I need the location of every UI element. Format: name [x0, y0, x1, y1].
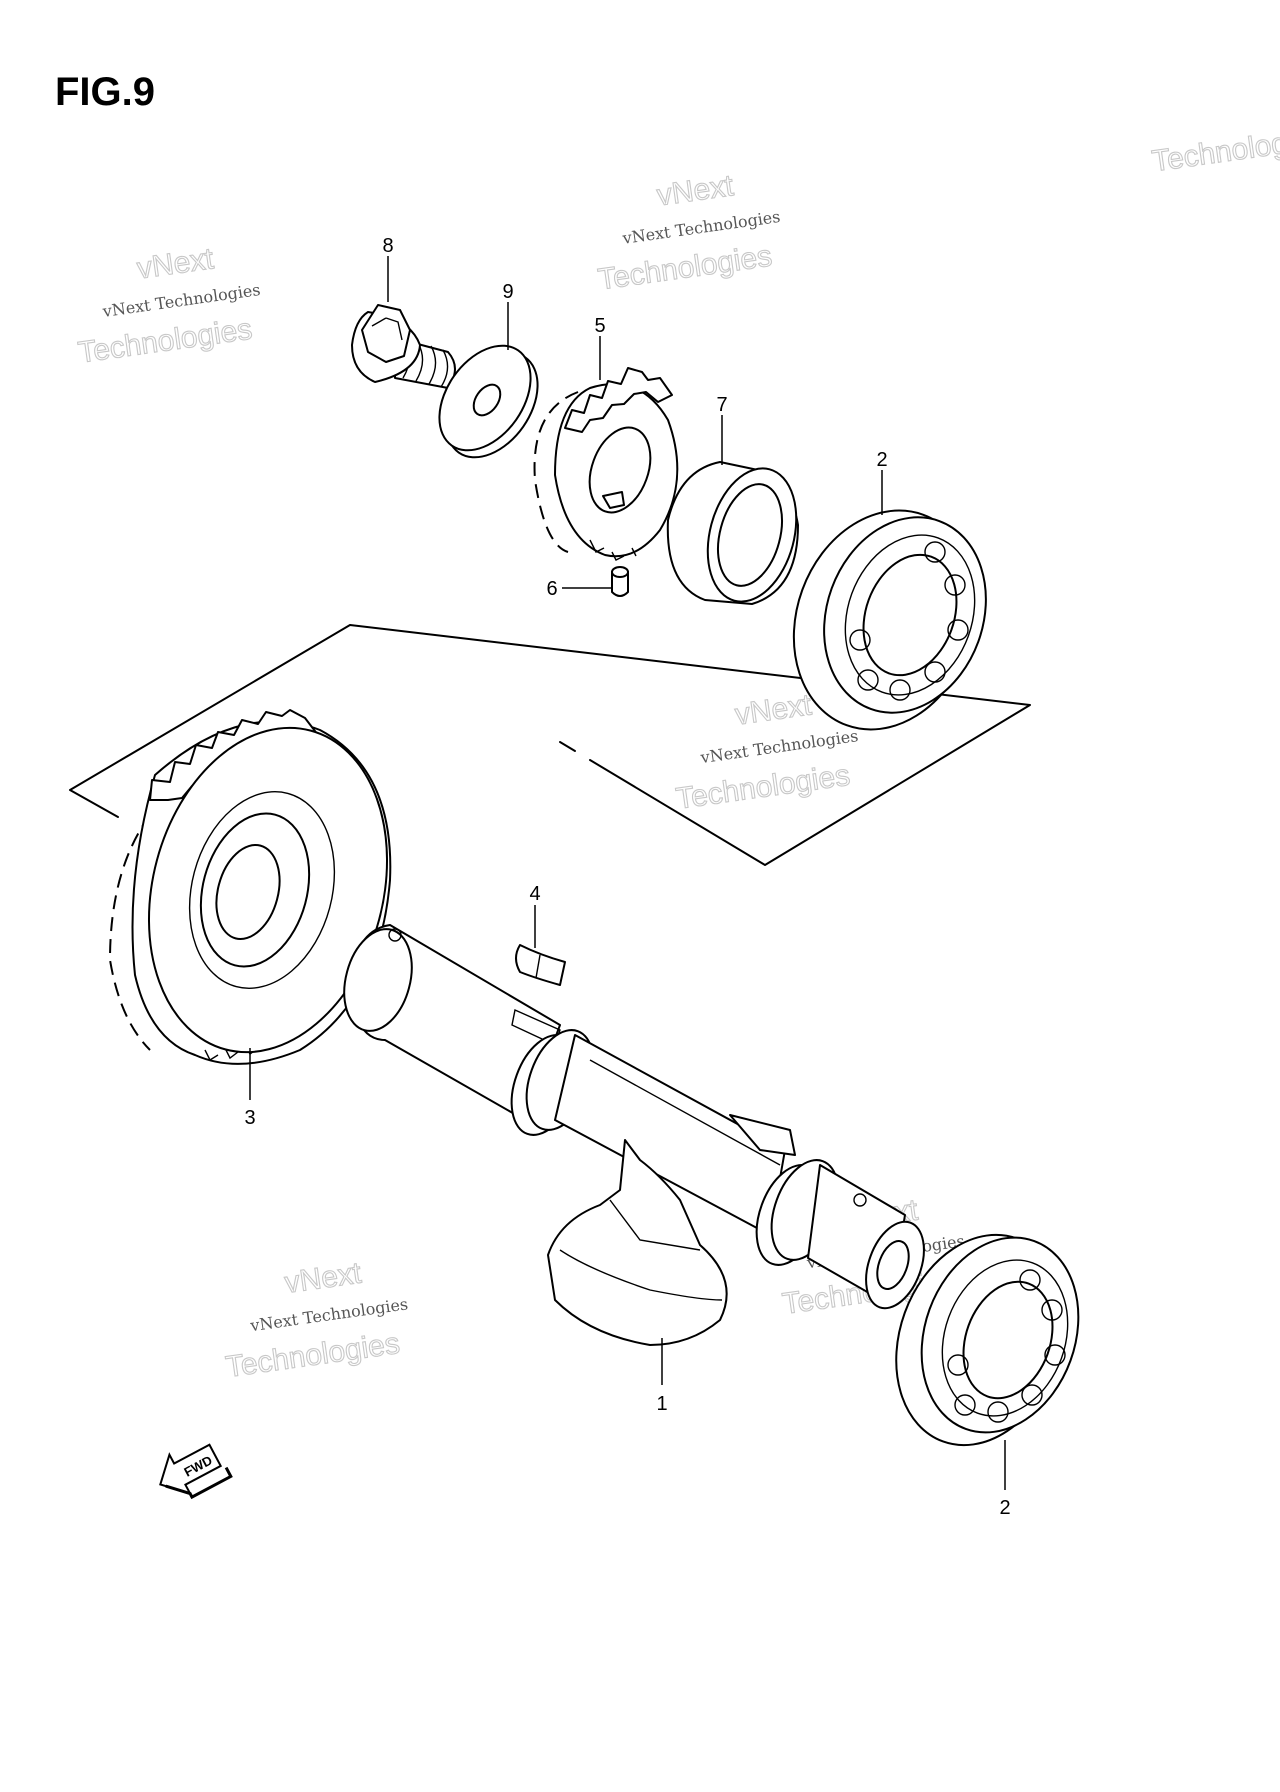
- part-8-bolt: [351, 304, 456, 389]
- part-2-bearing-lower: [895, 1233, 1080, 1447]
- part-2-bearing-upper: [792, 509, 987, 731]
- watermark-2: vNext vNext Technologies Technologies: [595, 169, 781, 298]
- leader-lines: [249, 256, 1006, 1490]
- svg-text:vNext: vNext: [733, 688, 814, 731]
- callout-7: 7: [716, 394, 727, 416]
- svg-text:vNext: vNext: [283, 1257, 364, 1300]
- fwd-arrow-icon: FWD: [159, 1443, 233, 1500]
- svg-text:Technologies: Technologies: [224, 1327, 402, 1384]
- part-6-pin: [611, 566, 629, 597]
- svg-text:Technologies: Technologies: [674, 759, 852, 816]
- callout-2-lower: 2: [999, 1497, 1010, 1519]
- figure-title: FIG.9: [55, 70, 156, 114]
- svg-text:vNext: vNext: [655, 169, 736, 212]
- part-1-balancer-shaft: [343, 924, 925, 1346]
- part-5-small-gear: [533, 367, 679, 561]
- watermark-6: vNext vNext Technologies Technologies: [223, 1256, 409, 1385]
- watermark-1: vNext vNext Technologies Technologies: [76, 242, 262, 371]
- callout-1: 1: [656, 1393, 667, 1415]
- part-9-washer: [438, 344, 539, 459]
- callout-4: 4: [529, 883, 540, 905]
- callout-8: 8: [382, 235, 393, 257]
- callout-6: 6: [546, 578, 557, 600]
- part-4-key: [515, 944, 566, 986]
- svg-text:vNext: vNext: [135, 242, 216, 285]
- callout-5: 5: [594, 315, 605, 337]
- assembly-plane: [69, 624, 1031, 866]
- watermark-3: Technologies: [1149, 121, 1280, 179]
- svg-text:Technologies: Technologies: [76, 313, 254, 370]
- part-3-large-gear: [108, 709, 392, 1065]
- callout-3: 3: [244, 1107, 255, 1129]
- svg-text:Technologies: Technologies: [596, 240, 774, 297]
- svg-text:Technologies: Technologies: [1150, 121, 1280, 178]
- callout-2-upper: 2: [876, 449, 887, 471]
- part-7-bushing: [666, 461, 799, 605]
- callout-numbers: 8 9 5 7 2 6 4 3 1 2: [244, 235, 1010, 1519]
- callout-9: 9: [502, 281, 513, 303]
